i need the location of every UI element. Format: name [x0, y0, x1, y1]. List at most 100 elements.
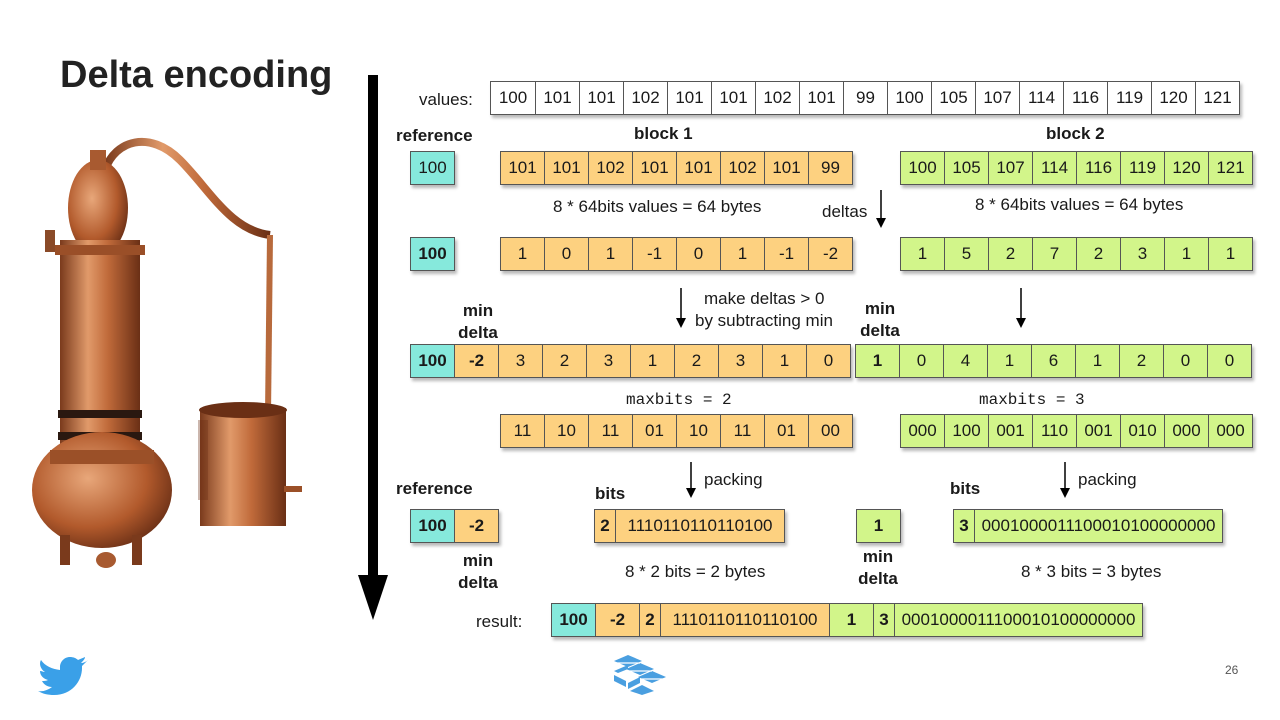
delta-cell: 2 — [988, 237, 1033, 271]
block2-cell: 105 — [944, 151, 989, 185]
binary-cell: 001 — [1076, 414, 1121, 448]
adjusted-cell: 4 — [943, 344, 988, 378]
deltas-caption: deltas — [822, 202, 868, 221]
reference-row: 100 — [410, 151, 455, 185]
value-cell: 100 — [490, 81, 536, 115]
slide-title: Delta encoding — [60, 54, 333, 96]
delta-cell: 1 — [1208, 237, 1253, 271]
packing-caption: packing — [1078, 470, 1137, 489]
value-cell: 101 — [711, 81, 756, 115]
block1-cell: 101 — [676, 151, 721, 185]
values-label: values: — [419, 90, 473, 109]
block2-cell: 120 — [1164, 151, 1209, 185]
binary2-row: 000 100 001 110 001 010 000 000 — [900, 414, 1253, 448]
block2-cell: 100 — [900, 151, 945, 185]
block1-cell: 101 — [500, 151, 545, 185]
header1-row: 100 -2 — [410, 509, 499, 543]
delta-cell: 1 — [900, 237, 945, 271]
adjusted-cell: 6 — [1031, 344, 1076, 378]
value-cell: 99 — [843, 81, 888, 115]
value-cell: 101 — [579, 81, 624, 115]
delta-cell: 3 — [1120, 237, 1165, 271]
result-row: 100 -2 2 1110110110110100 1 3 0001000011… — [551, 603, 1143, 637]
reference-cell: 100 — [410, 344, 455, 378]
value-cell: 101 — [535, 81, 580, 115]
down-arrow-icon — [686, 462, 696, 498]
block1-bytes-caption: 8 * 2 bits = 2 bytes — [625, 562, 766, 581]
block1-cell: 101 — [764, 151, 809, 185]
value-cell: 121 — [1195, 81, 1240, 115]
packing-caption: packing — [704, 470, 763, 489]
bit-width-cell: 2 — [639, 603, 661, 637]
block1-cell: 102 — [588, 151, 633, 185]
adjusted-cell: 2 — [1119, 344, 1164, 378]
adjusted-cell: 1 — [987, 344, 1032, 378]
min-delta-cell: 1 — [856, 509, 901, 543]
adjusted2-row: 1 0 4 1 6 1 2 0 0 — [855, 344, 1252, 378]
packed-bits-cell: 1110110110110100 — [660, 603, 830, 637]
block1-cell: 99 — [808, 151, 853, 185]
block2-label: block 2 — [1046, 124, 1105, 143]
value-cell: 114 — [1019, 81, 1064, 115]
packed-bits-cell: 0001000011100010100000000 — [974, 509, 1223, 543]
binary-cell: 10 — [544, 414, 589, 448]
adjusted-cell: 1 — [1075, 344, 1120, 378]
adjusted-cell: 1 — [762, 344, 807, 378]
block2-bytes-caption: 8 * 3 bits = 3 bytes — [1021, 562, 1162, 581]
deltas2-row: 1 5 2 7 2 3 1 1 — [900, 237, 1253, 271]
binary-cell: 000 — [1208, 414, 1253, 448]
binary-cell: 110 — [1032, 414, 1077, 448]
deltas1-row: 1 0 1 -1 0 1 -1 -2 — [500, 237, 853, 271]
block2-cell: 119 — [1120, 151, 1165, 185]
packed-bits-cell: 1110110110110100 — [615, 509, 785, 543]
binary-cell: 00 — [808, 414, 853, 448]
value-cell: 120 — [1151, 81, 1196, 115]
min-delta-cell: 1 — [855, 344, 900, 378]
block1-label: block 1 — [634, 124, 693, 143]
min-delta-label: min delta — [458, 301, 498, 342]
binary-cell: 100 — [944, 414, 989, 448]
binary-cell: 010 — [1120, 414, 1165, 448]
delta-cell: 1 — [500, 237, 545, 271]
min-delta-cell: -2 — [595, 603, 640, 637]
packed2-row: 3 0001000011100010100000000 — [953, 509, 1223, 543]
block2-cell: 121 — [1208, 151, 1253, 185]
bit-width-cell: 3 — [953, 509, 975, 543]
copper-still-illustration — [32, 138, 302, 568]
min-delta-label: min delta — [860, 299, 900, 340]
values-row: 100 101 101 102 101 101 102 101 99 100 1… — [490, 81, 1240, 115]
delta-cell: 7 — [1032, 237, 1077, 271]
down-arrow-icon — [676, 288, 686, 328]
delta-cell: 5 — [944, 237, 989, 271]
value-cell: 116 — [1063, 81, 1108, 115]
down-arrow-icon — [1016, 288, 1026, 328]
bird-logo-icon — [38, 657, 88, 695]
value-cell: 107 — [975, 81, 1020, 115]
block2-cell: 107 — [988, 151, 1033, 185]
stacked-blocks-logo-icon — [614, 655, 666, 695]
down-arrow-icon — [1060, 462, 1070, 498]
block2-cell: 116 — [1076, 151, 1121, 185]
min-delta-label: min delta — [458, 551, 498, 592]
page-number: 26 — [1225, 663, 1239, 677]
binary-cell: 11 — [720, 414, 765, 448]
binary-cell: 000 — [1164, 414, 1209, 448]
delta-cell: 0 — [544, 237, 589, 271]
make-deltas-caption: make deltas > 0 — [704, 289, 825, 308]
bits-label: bits — [595, 484, 626, 503]
adjusted-cell: 2 — [542, 344, 587, 378]
block1-cell: 102 — [720, 151, 765, 185]
adjusted-cell: 1 — [630, 344, 675, 378]
adjusted-cell: 3 — [586, 344, 631, 378]
maxbits-label: maxbits = 3 — [979, 391, 1085, 409]
adjusted-cell: 2 — [674, 344, 719, 378]
delta-cell: 1 — [588, 237, 633, 271]
delta-cell: -1 — [764, 237, 809, 271]
delta-cell: -2 — [808, 237, 853, 271]
adjusted-cell: 3 — [718, 344, 763, 378]
block2-row: 100 105 107 114 116 119 120 121 — [900, 151, 1253, 185]
block2-size-caption: 8 * 64bits values = 64 bytes — [975, 195, 1184, 214]
delta-cell: 1 — [720, 237, 765, 271]
reference-row: 100 — [410, 237, 455, 271]
delta-cell: 0 — [676, 237, 721, 271]
